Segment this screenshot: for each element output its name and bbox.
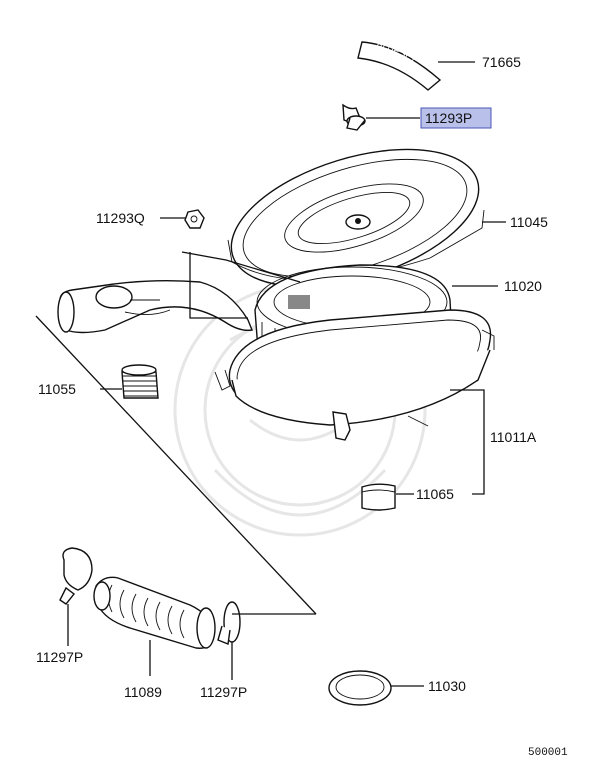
callout-11293P[interactable]: 11293P bbox=[425, 110, 472, 126]
callout-11020[interactable]: 11020 bbox=[504, 278, 542, 294]
mesh-pattern bbox=[288, 295, 310, 309]
housing-11011A[interactable] bbox=[228, 309, 495, 441]
callout-11011A[interactable]: 11011A bbox=[490, 429, 537, 445]
hose-11089[interactable] bbox=[93, 576, 216, 649]
callout-11045[interactable]: 11045 bbox=[510, 214, 548, 230]
callout-highlight bbox=[420, 107, 492, 129]
callout-labels: 71665 11293P 11293Q 11045 11020 11055 11… bbox=[36, 54, 548, 700]
callout-11065[interactable]: 11065 bbox=[416, 486, 454, 502]
decal-71665[interactable]: BLUE JET bbox=[357, 41, 442, 91]
intake-snorkel[interactable] bbox=[57, 279, 253, 391]
group-bracket-lines bbox=[35, 251, 485, 615]
clamp-11297P-right[interactable] bbox=[217, 601, 241, 645]
cover-11045[interactable] bbox=[215, 123, 495, 313]
callout-11297P-right[interactable]: 11297P bbox=[200, 684, 247, 700]
hose-11055[interactable] bbox=[121, 364, 159, 399]
clamp-11297P-left[interactable] bbox=[59, 547, 93, 605]
nut-11293Q[interactable] bbox=[184, 209, 205, 229]
reference-number: 500001 bbox=[528, 747, 568, 759]
callout-11089[interactable]: 11089 bbox=[124, 684, 162, 700]
callout-11297P-left[interactable]: 11297P bbox=[36, 649, 83, 665]
leader-lines bbox=[67, 61, 506, 687]
gasket-11030[interactable] bbox=[328, 670, 392, 706]
callout-71665[interactable]: 71665 bbox=[482, 54, 521, 70]
callout-11293Q[interactable]: 11293Q bbox=[96, 210, 145, 226]
wing-nut-11293P[interactable] bbox=[342, 103, 366, 131]
callout-11055[interactable]: 11055 bbox=[38, 381, 76, 397]
callout-11030[interactable]: 11030 bbox=[428, 678, 466, 694]
pad-11065[interactable] bbox=[361, 483, 396, 511]
